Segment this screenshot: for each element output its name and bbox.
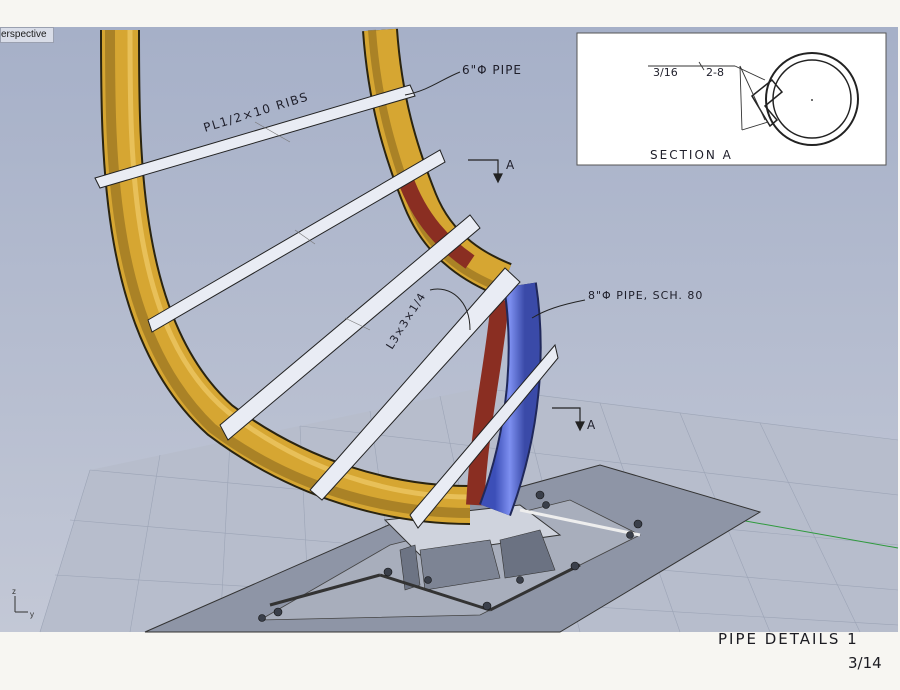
- pipe-8in-callout: 8"Φ PIPE, SCH. 80: [588, 289, 703, 302]
- callout-leaders: [404, 71, 586, 331]
- section-a-inset: [576, 32, 887, 166]
- section-a-title: SECTION A: [650, 148, 733, 162]
- sheet-title: PIPE DETAILS 1: [718, 630, 859, 648]
- section-cut-lower: [552, 407, 585, 432]
- pipe-6in-outer: [100, 29, 471, 525]
- green-axis-line: [739, 519, 899, 549]
- axis-triad: [14, 596, 28, 613]
- rib-plate-centerlines: [254, 121, 371, 331]
- section-cut-upper: [468, 159, 503, 184]
- section-mark-upper: A: [506, 158, 515, 172]
- pipe-6in-callout: 6"Φ PIPE: [462, 63, 522, 77]
- base-plate-assembly: [144, 464, 762, 633]
- axis-y-label: y: [30, 610, 34, 619]
- pipe-6in-inner: [362, 28, 512, 297]
- sheet-number: 3/14: [848, 654, 882, 672]
- rib-plates: [94, 84, 559, 529]
- viewport-label[interactable]: erspective: [0, 27, 54, 43]
- section-mark-lower: A: [587, 418, 596, 432]
- weld-spec-label: 2-8: [706, 66, 724, 79]
- weld-size-label: 3/16: [653, 66, 678, 79]
- pipe-8in-shadow: [466, 299, 509, 506]
- axis-z-label: z: [12, 587, 16, 596]
